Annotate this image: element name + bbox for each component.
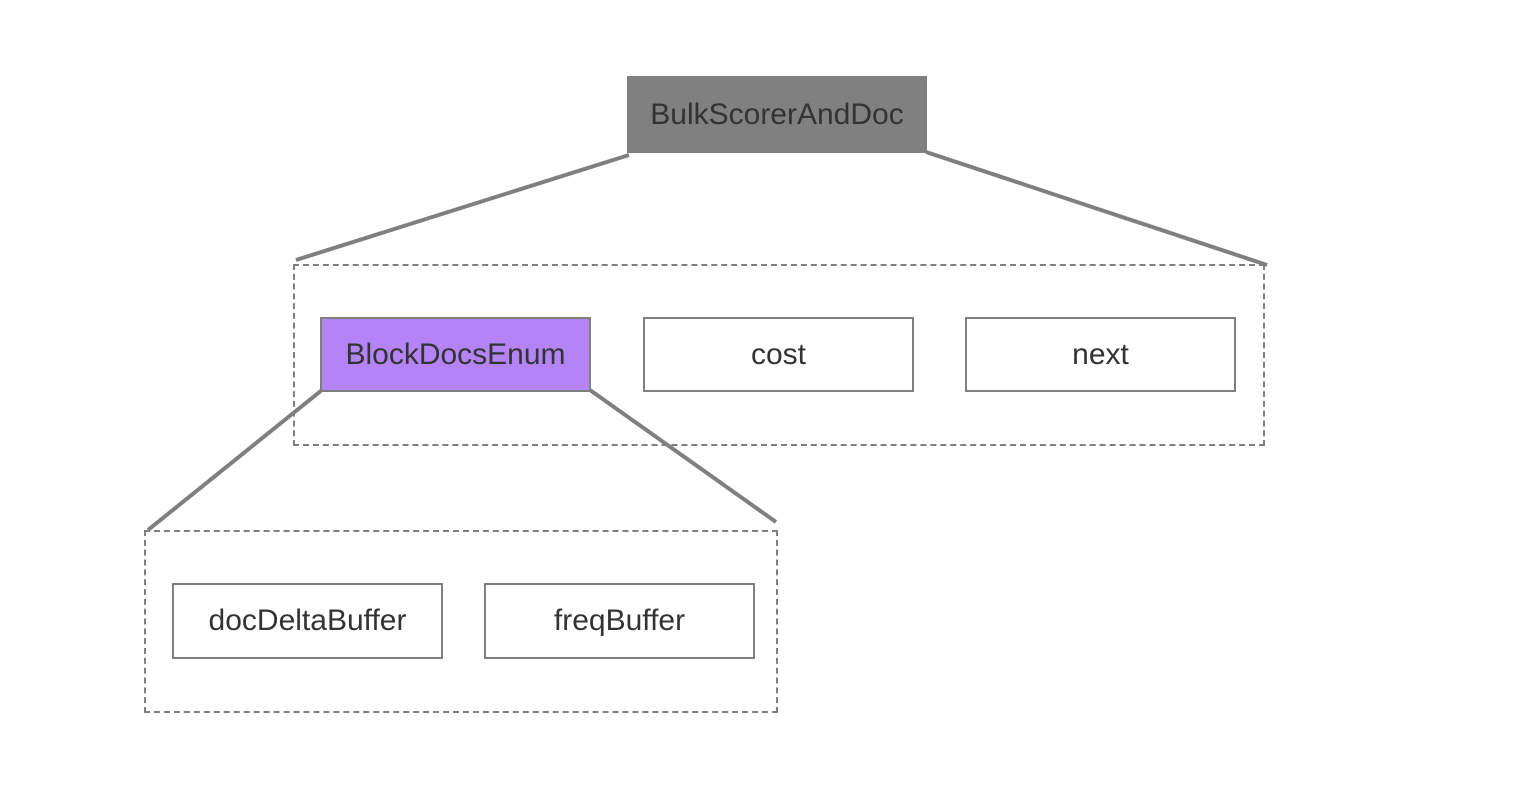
node-next: next [965, 317, 1236, 392]
root-node: BulkScorerAndDoc [627, 76, 927, 153]
node-label: freqBuffer [553, 604, 686, 637]
node-label: next [1072, 337, 1129, 371]
node-blockdocsenum: BlockDocsEnum [320, 317, 591, 392]
bottom-group-container [144, 530, 778, 713]
node-cost: cost [643, 317, 914, 392]
node-label: cost [750, 337, 807, 371]
root-node-label: BulkScorerAndDoc [650, 97, 904, 131]
connector-root-to-group-left [295, 153, 630, 262]
connector-blockdocs-to-group-right [588, 388, 778, 524]
connector-root-to-group-right [925, 150, 1268, 267]
node-docdeltabuffer: docDeltaBuffer [172, 583, 443, 659]
node-label: BlockDocsEnum [345, 337, 566, 371]
node-freqbuffer: freqBuffer [484, 583, 755, 659]
node-label: docDeltaBuffer [208, 604, 407, 637]
top-group-container [293, 264, 1265, 446]
